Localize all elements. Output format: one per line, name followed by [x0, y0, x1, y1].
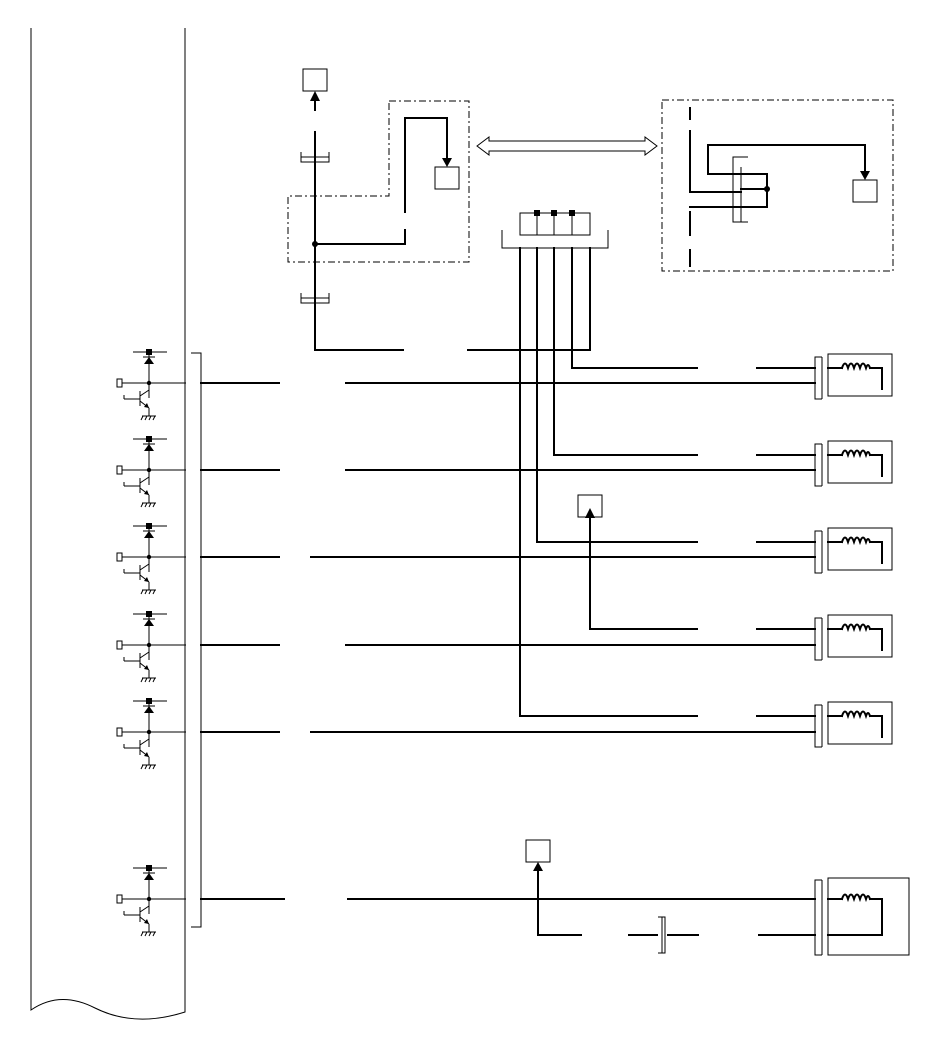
return-wires — [525, 494, 816, 954]
relay-assembly — [287, 68, 470, 304]
signal-wires — [200, 382, 816, 900]
communication-arrow — [476, 136, 658, 156]
coil-loads — [814, 353, 893, 748]
coil-load-large — [814, 877, 910, 956]
control-module — [30, 28, 202, 1020]
power-harness — [314, 210, 816, 717]
driver-circuits — [116, 348, 187, 937]
remote-unit — [661, 99, 894, 272]
